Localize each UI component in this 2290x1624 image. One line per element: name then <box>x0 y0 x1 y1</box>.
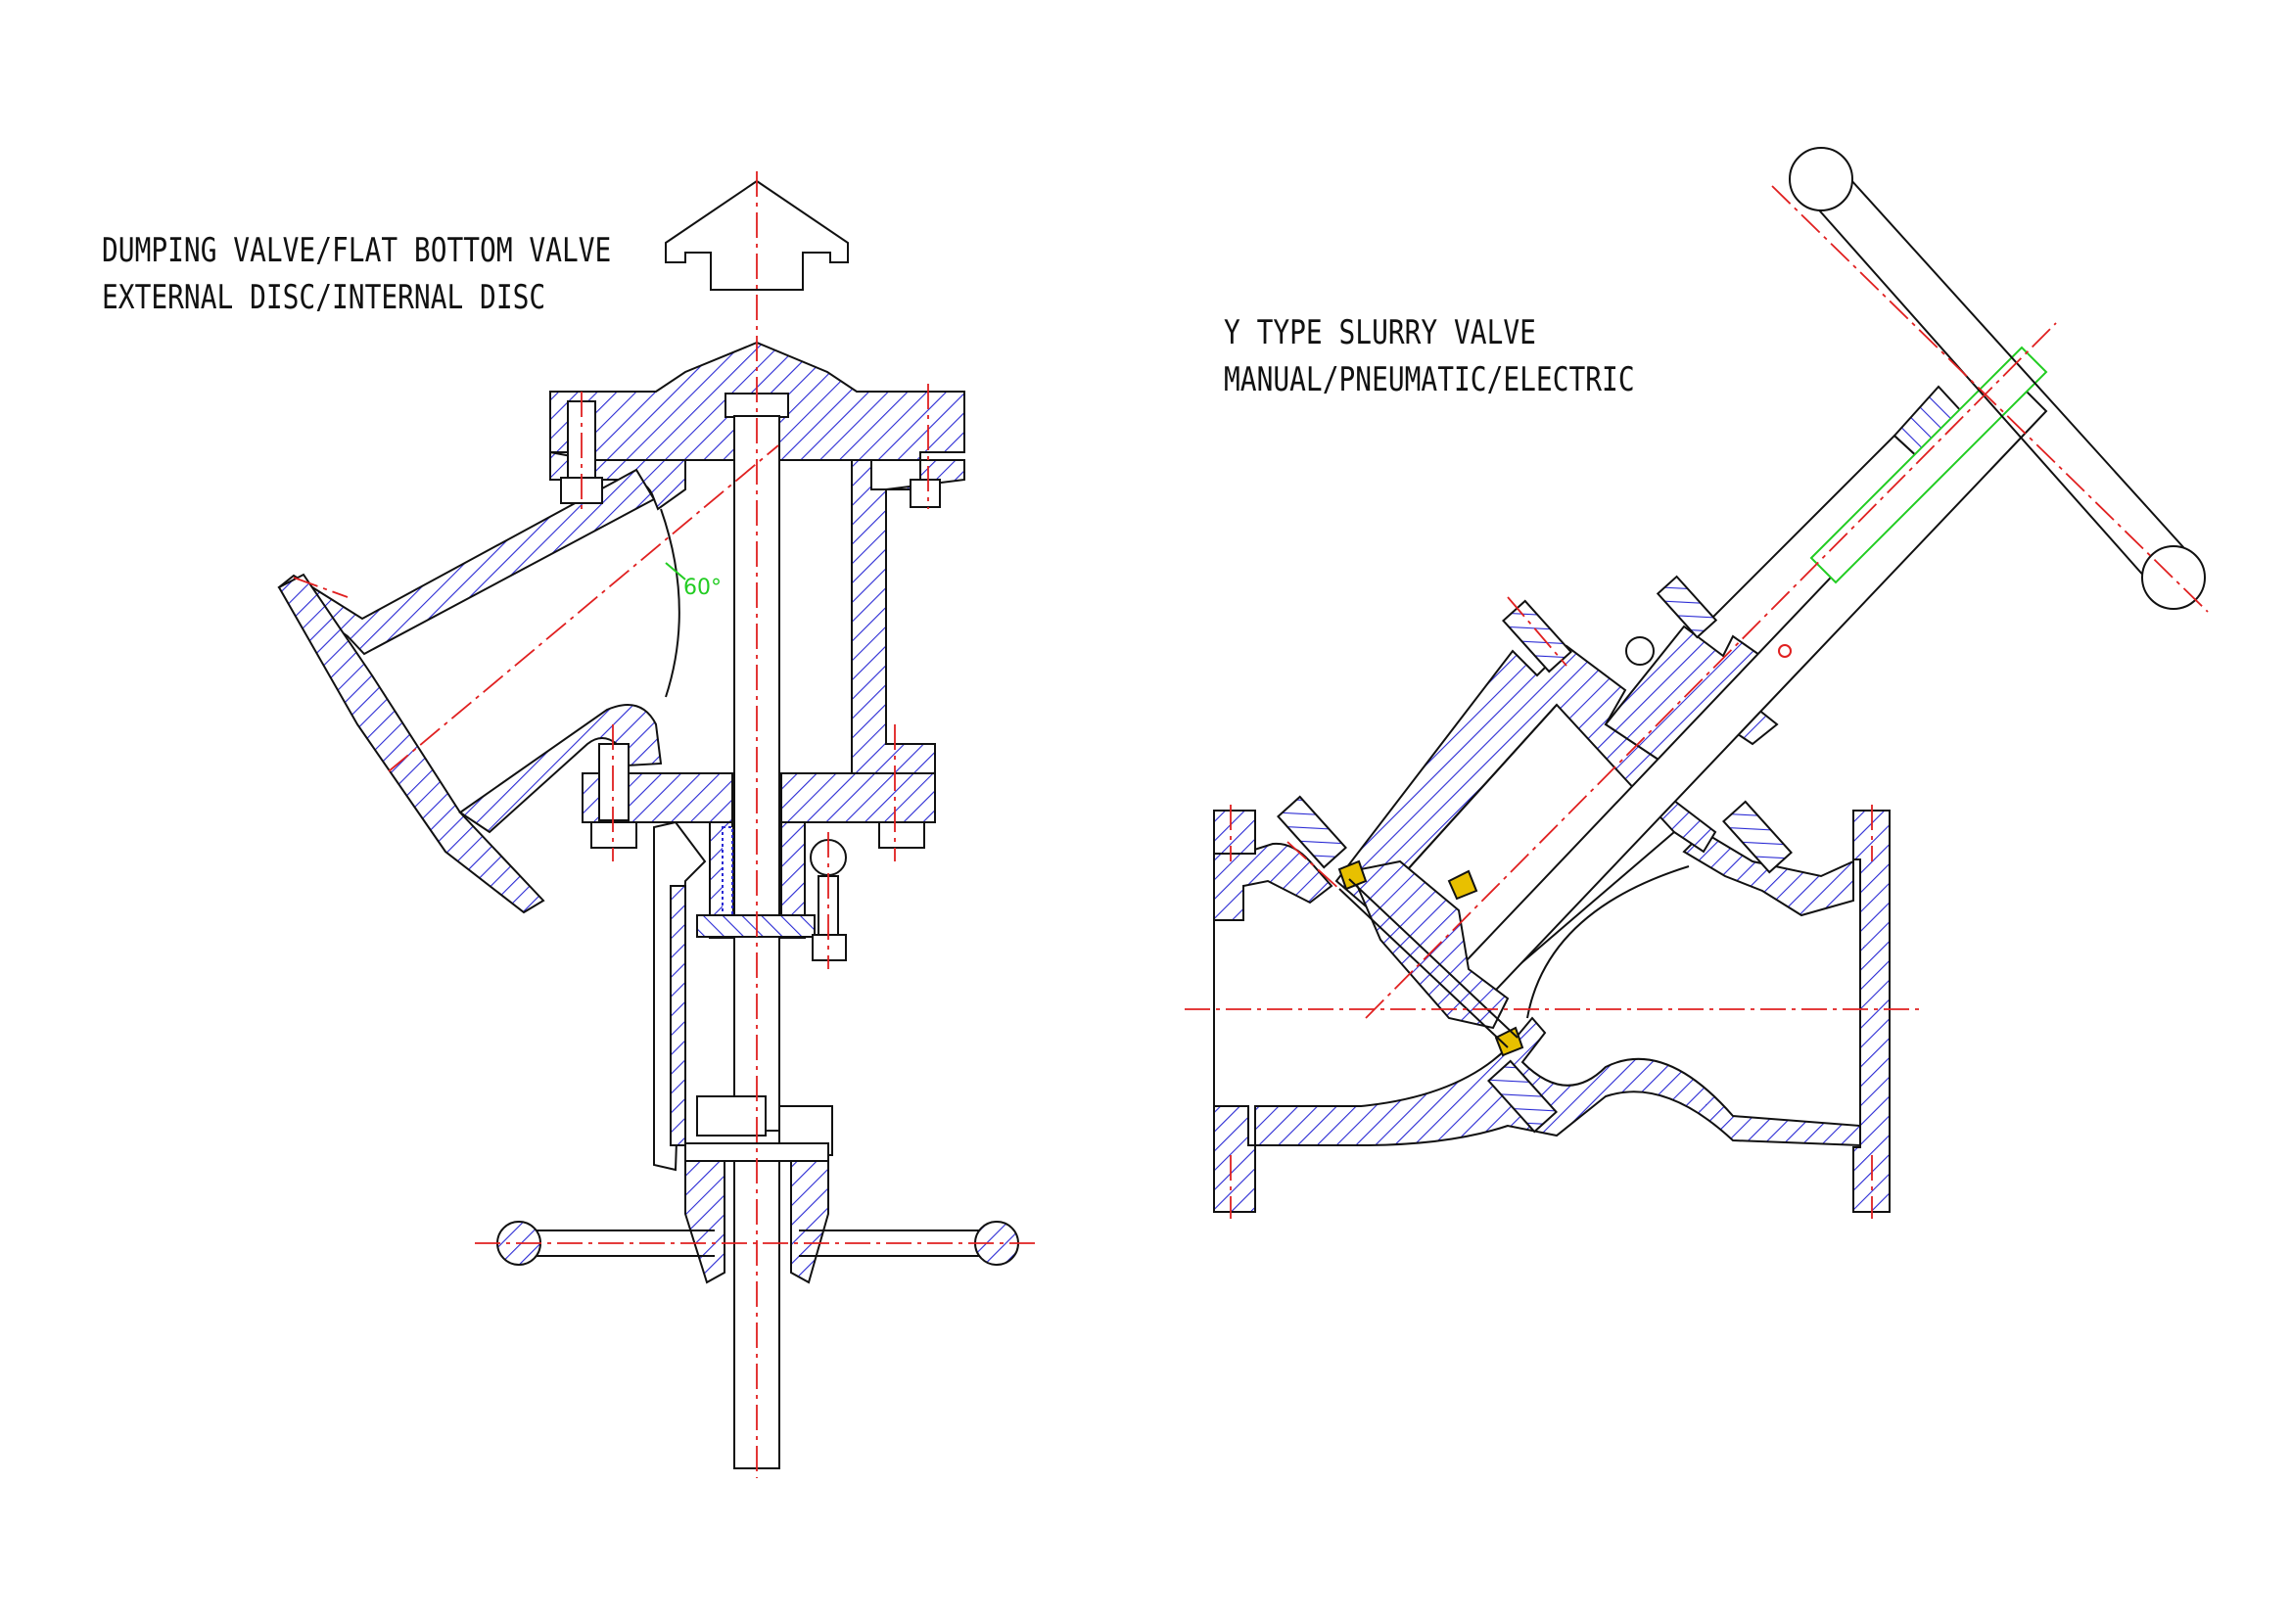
dumping-valve-subtitle: EXTERNAL DISC/INTERNAL DISC <box>102 278 546 317</box>
bolt-bottom <box>1487 1059 1558 1134</box>
stem-coupling <box>696 1095 767 1137</box>
body-lower-wall <box>1254 1016 1861 1147</box>
stem-thread <box>1809 346 2048 584</box>
bolt-upper-b <box>1656 575 1718 639</box>
bolt-upper-a <box>1502 599 1572 673</box>
dumping-valve-title: DUMPING VALVE/FLAT BOTTOM VALVE <box>102 231 612 270</box>
gland-lever-nut <box>812 934 847 961</box>
y-valve-subtitle: MANUAL/PNEUMATIC/ELECTRIC <box>1224 360 1635 399</box>
gland-plate <box>696 914 816 938</box>
handwheel-left-spoke <box>519 1230 715 1257</box>
angle-arc <box>660 508 680 698</box>
bolt-mid-left <box>598 743 630 821</box>
body-right-column <box>851 459 965 823</box>
y-valve-title: Y TYPE SLURRY VALVE <box>1224 313 1536 352</box>
bolt-lower-b <box>1722 800 1793 874</box>
angle-annotation: 60° <box>683 576 722 600</box>
seat-arc <box>1526 865 1690 1019</box>
inlet-flange <box>277 573 545 914</box>
dumping-valve-drawing <box>277 179 1019 1469</box>
disc <box>1349 859 1510 1030</box>
top-cap-outline <box>665 179 849 291</box>
y-slurry-valve-drawing <box>1213 147 2206 1213</box>
nut-mid-right <box>878 821 925 849</box>
bolt-top-right <box>910 479 941 508</box>
bolt-lower-a <box>1277 795 1347 869</box>
angle-tick <box>665 562 686 580</box>
stem-pin <box>1778 644 1792 658</box>
nut-mid-left <box>590 821 637 849</box>
disc-seal-left <box>1337 859 1368 891</box>
right-centerlines <box>1185 185 2209 1219</box>
handwheel-end-top <box>1789 147 1853 211</box>
left-centerlines <box>293 171 1038 1478</box>
inlet-lower-wall <box>458 704 663 834</box>
body-upper-right <box>1682 830 1854 917</box>
lever-pivot <box>1625 636 1655 666</box>
yoke-inner <box>670 885 686 1146</box>
body-right-flange <box>1852 810 1891 1213</box>
disc-linkage <box>1338 878 1519 1048</box>
packing-rings <box>722 826 733 916</box>
disc-seal-right <box>1447 869 1478 901</box>
handwheel-right-spoke <box>799 1230 989 1257</box>
